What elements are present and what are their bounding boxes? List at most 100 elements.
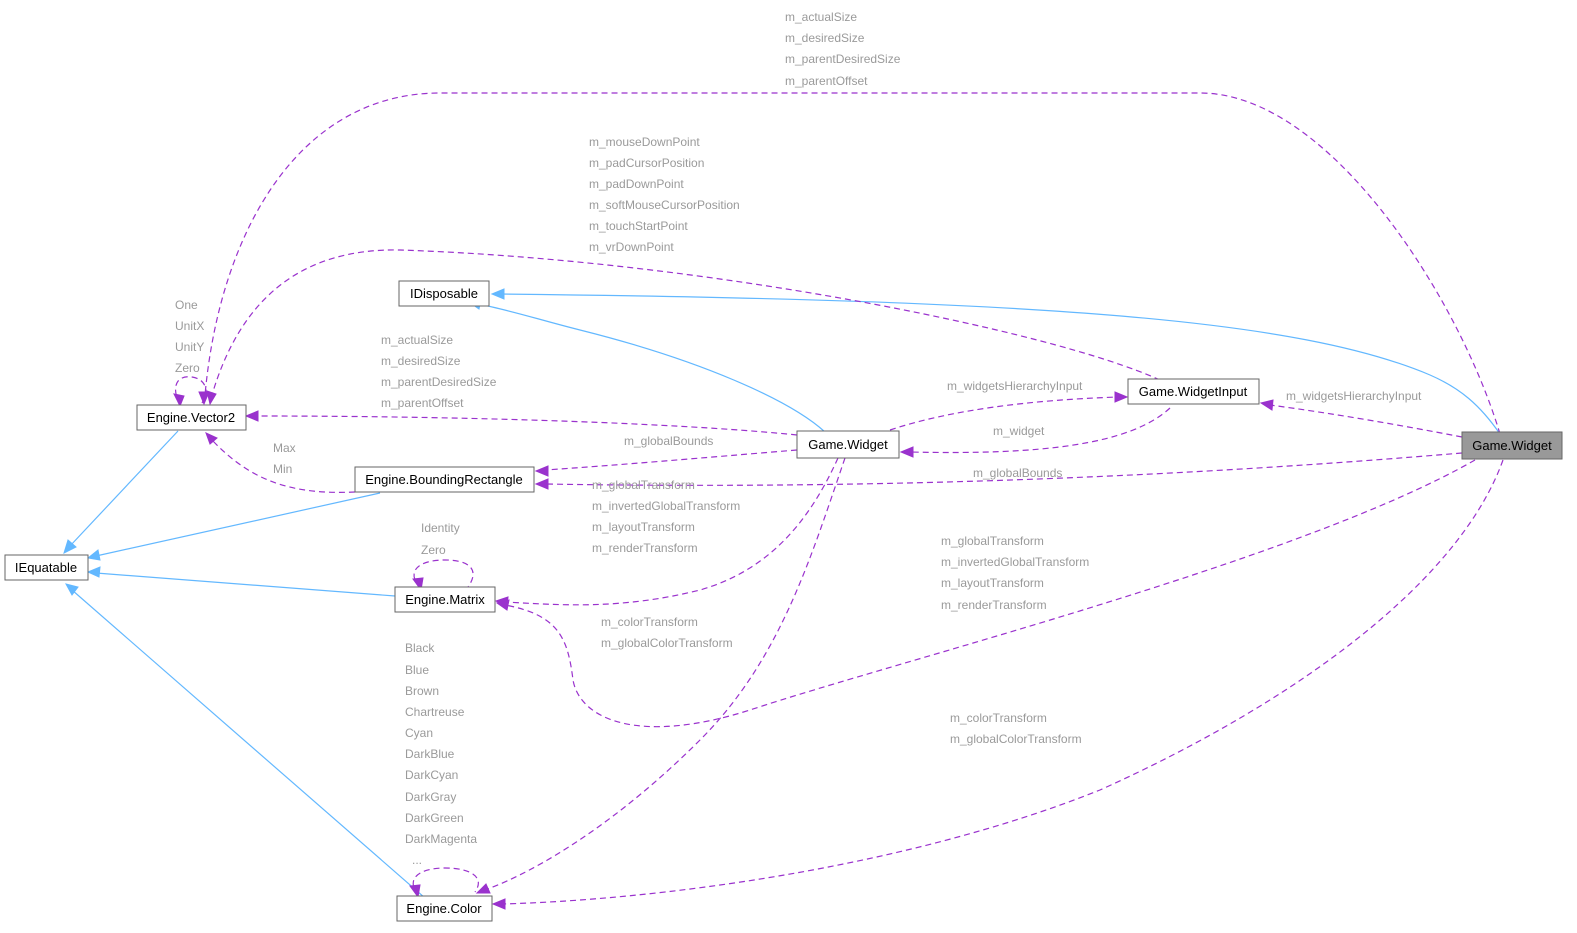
arrowhead-bounding-main: [534, 478, 549, 490]
label-main-transforms-2: m_layoutTransform: [941, 576, 1044, 590]
edge-main-to-input: [1269, 404, 1463, 438]
edge-main-to-vector2-arc: [204, 92, 1501, 435]
arrowhead-idisposable-main: [490, 288, 505, 300]
edge-vector2-to-iequatable: [69, 430, 179, 547]
label-input-points-1: m_padCursorPosition: [589, 156, 704, 170]
node-bounding-rectangle-label: Engine.BoundingRectangle: [365, 472, 523, 487]
label-color-statics-3: Chartreuse: [405, 705, 465, 719]
node-matrix-label: Engine.Matrix: [405, 592, 485, 607]
label-matrix-statics-0: Identity: [421, 521, 460, 535]
label-vector2-statics-1: UnitX: [175, 319, 204, 333]
edge-mid-to-input: [889, 396, 1119, 431]
label-widgets-hierarchy-input-main: m_widgetsHierarchyInput: [1286, 389, 1422, 403]
label-color-statics-10: ...: [412, 853, 422, 867]
label-mid-transforms-1: m_invertedGlobalTransform: [592, 499, 740, 513]
label-vector2-statics-0: One: [175, 298, 198, 312]
label-color-statics-2: Brown: [405, 684, 439, 698]
label-color-statics-6: DarkCyan: [405, 768, 458, 782]
arrowhead-color-self: [409, 884, 421, 899]
label-mid-transforms-0: m_globalTransform: [592, 478, 695, 492]
arrowhead-input-mid: [1114, 391, 1129, 403]
edge-widget-mid-to-idisposable: [477, 303, 826, 433]
label-main-transforms-3: m_renderTransform: [941, 598, 1047, 612]
node-vector2-label: Engine.Vector2: [147, 410, 235, 425]
node-idisposable-label: IDisposable: [410, 286, 478, 301]
label-main-color-transforms-1: m_globalColorTransform: [950, 732, 1082, 746]
arrowhead-vector2-top: [198, 391, 210, 406]
edge-mid-to-vector2: [254, 415, 798, 436]
node-bounding-rectangle[interactable]: Engine.BoundingRectangle: [354, 466, 535, 493]
arrowhead-iequatable-color: [65, 583, 79, 596]
arrowhead-matrix-main: [495, 599, 510, 611]
arrowhead-vector2-mid: [244, 410, 259, 422]
edge-input-to-vector2: [211, 249, 1161, 396]
arrowhead-color-main: [491, 898, 506, 910]
label-bounds-min: Min: [273, 462, 292, 476]
arrowhead-vector2-bounding: [205, 432, 218, 445]
label-mid-transforms-3: m_renderTransform: [592, 541, 698, 555]
label-top-sizes-0: m_actualSize: [785, 10, 857, 24]
label-mid-sizes-3: m_parentOffset: [381, 396, 464, 410]
label-bounds-max: Max: [273, 441, 296, 455]
label-input-points-2: m_padDownPoint: [589, 177, 684, 191]
label-color-statics-9: DarkMagenta: [405, 832, 477, 846]
label-mid-color-transforms-1: m_globalColorTransform: [601, 636, 733, 650]
label-vector2-statics-2: UnitY: [175, 340, 204, 354]
edge-mid-to-color: [484, 457, 846, 891]
label-input-points-0: m_mouseDownPoint: [589, 135, 700, 149]
label-input-points-3: m_softMouseCursorPosition: [589, 198, 740, 212]
label-mid-transforms-2: m_layoutTransform: [592, 520, 695, 534]
inheritance-edges: [63, 288, 1501, 899]
node-widget-main-label: Game.Widget: [1472, 438, 1552, 453]
edge-widget-main-to-idisposable: [499, 293, 1501, 435]
edge-color-self: [412, 867, 479, 896]
arrowhead-input-main: [1259, 399, 1274, 411]
edge-color-to-iequatable: [71, 589, 426, 899]
label-vector2-statics-3: Zero: [175, 361, 200, 375]
arrowhead-vector2-input: [206, 390, 217, 406]
label-main-global-bounds: m_globalBounds: [973, 466, 1062, 480]
node-widget-mid[interactable]: Game.Widget: [796, 430, 900, 459]
label-input-points-5: m_vrDownPoint: [589, 240, 674, 254]
node-widget-mid-label: Game.Widget: [808, 437, 888, 452]
node-color-label: Engine.Color: [406, 901, 482, 916]
node-widget-input[interactable]: Game.WidgetInput: [1127, 378, 1260, 405]
node-color[interactable]: Engine.Color: [396, 895, 493, 922]
label-color-statics-7: DarkGray: [405, 790, 456, 804]
arrowhead-iequatable-vector2: [63, 539, 77, 554]
arrowhead-vector2-self: [173, 393, 185, 408]
label-color-statics-4: Cyan: [405, 726, 433, 740]
arrowhead-iequatable-matrix: [86, 566, 101, 578]
edge-main-to-matrix: [504, 459, 1476, 728]
node-idisposable[interactable]: IDisposable: [398, 280, 490, 307]
node-widget-main[interactable]: Game.Widget: [1461, 431, 1563, 460]
edge-vector2-self: [175, 376, 207, 406]
node-iequatable[interactable]: IEquatable: [4, 554, 89, 581]
edge-bounding-to-vector2: [211, 439, 356, 493]
label-matrix-statics-1: Zero: [421, 543, 446, 557]
label-main-transforms-0: m_globalTransform: [941, 534, 1044, 548]
usage-edges: [173, 92, 1504, 910]
label-top-sizes-3: m_parentOffset: [785, 74, 868, 88]
label-color-statics-8: DarkGreen: [405, 811, 464, 825]
label-mid-sizes-1: m_desiredSize: [381, 354, 461, 368]
label-color-statics-1: Blue: [405, 663, 429, 677]
arrowhead-bounding-mid: [534, 465, 549, 477]
edge-labels: m_actualSize m_desiredSize m_parentDesir…: [175, 10, 1422, 867]
edge-bounding-to-iequatable: [95, 492, 381, 557]
node-iequatable-label: IEquatable: [15, 560, 77, 575]
label-mid-sizes-0: m_actualSize: [381, 333, 453, 347]
arrowhead-iequatable-bounding: [86, 549, 101, 561]
label-mid-sizes-2: m_parentDesiredSize: [381, 375, 497, 389]
node-widget-input-label: Game.WidgetInput: [1139, 384, 1248, 399]
node-vector2[interactable]: Engine.Vector2: [136, 404, 247, 431]
label-color-statics-5: DarkBlue: [405, 747, 455, 761]
edge-main-to-bounding: [544, 452, 1463, 486]
edge-main-to-color: [501, 459, 1504, 905]
node-matrix[interactable]: Engine.Matrix: [394, 586, 496, 613]
edge-matrix-self: [413, 559, 474, 589]
label-main-color-transforms-0: m_colorTransform: [950, 711, 1047, 725]
edge-mid-to-matrix: [504, 457, 839, 606]
edge-mid-to-bounding: [544, 449, 798, 471]
